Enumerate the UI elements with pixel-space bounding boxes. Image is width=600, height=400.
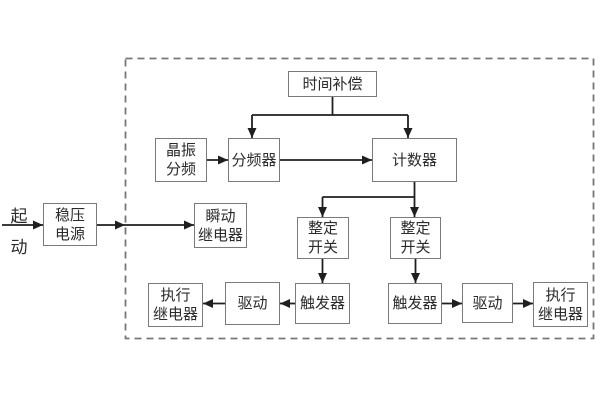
- node-exec-relay-right: 执行 继电器: [533, 282, 588, 327]
- node-drive-right: 驱动: [462, 283, 513, 323]
- node-setting-switch-right: 整定 开关: [390, 217, 441, 259]
- node-drive-left: 驱动: [225, 282, 280, 325]
- node-trigger-left: 触发器: [295, 283, 350, 324]
- node-trigger-right: 触发器: [388, 283, 442, 324]
- node-time-compensation: 时间补偿: [288, 71, 377, 97]
- node-crystal-divider: 晶振 分频: [155, 138, 207, 182]
- start-input-label: 起 动: [10, 207, 28, 257]
- node-power-supply: 稳压 电源: [43, 203, 97, 246]
- node-frequency-divider: 分频器: [228, 138, 280, 182]
- node-counter: 计数器: [372, 138, 457, 182]
- node-exec-relay-left: 执行 继电器: [148, 283, 203, 327]
- connectors: [2, 97, 533, 308]
- node-instant-relay: 瞬动 继电器: [194, 203, 247, 248]
- node-setting-switch-left: 整定 开关: [297, 217, 349, 259]
- unit-dashed-border: [124, 57, 595, 340]
